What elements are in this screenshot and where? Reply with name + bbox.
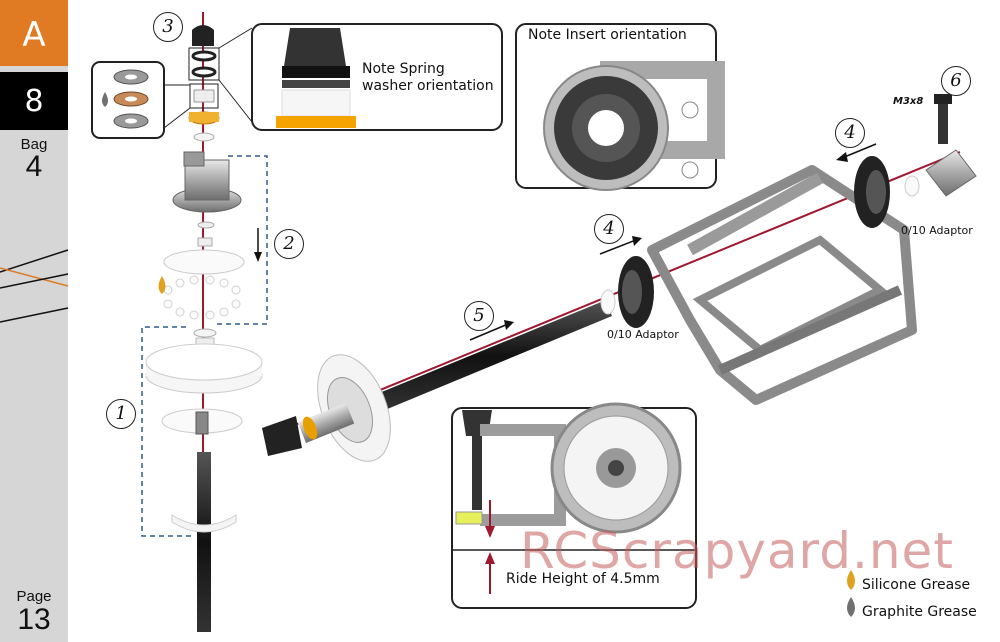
bag-number: 4 <box>25 150 43 183</box>
arrow-right-icon <box>632 236 642 246</box>
section-letter: A <box>0 0 68 66</box>
step-4-marker-left: 4 <box>594 214 624 244</box>
spring-washer-callout-art <box>251 23 503 131</box>
rear-bulkhead <box>647 165 917 405</box>
group-bracket-2 <box>216 155 268 325</box>
step-3-marker: 3 <box>153 12 183 42</box>
mount-clamp <box>925 149 977 197</box>
sidebar-stripes <box>0 249 69 323</box>
spring-washer-note-line2: washer orientation <box>362 78 494 94</box>
axle-assembly <box>262 94 977 462</box>
legend-graphite-icon <box>847 597 855 617</box>
diff-plate-top <box>163 249 245 275</box>
axle-axis-line <box>267 151 961 437</box>
e-clip <box>171 514 237 533</box>
page-label: Page <box>16 588 52 605</box>
legend-silicone-label: Silicone Grease <box>862 577 971 593</box>
watermark: RCScrapyard.net <box>520 522 954 580</box>
arrow-right-icon-2 <box>504 320 514 330</box>
diff-balls <box>163 275 241 320</box>
insert-orientation-note: Note Insert orientation <box>526 27 689 43</box>
step-1-marker: 1 <box>106 399 136 429</box>
step-6-marker: 6 <box>941 66 971 96</box>
step-5-marker: 5 <box>464 301 494 331</box>
spring-washer-top <box>191 50 217 62</box>
adaptor-left <box>600 289 616 315</box>
diff-shaft <box>197 452 211 632</box>
bag-label: Bag <box>20 136 48 153</box>
step-4-marker-right: 4 <box>835 118 865 148</box>
graphite-grease-drop-icon <box>102 92 108 107</box>
washer-detail-box <box>91 61 219 139</box>
insert-callout-art <box>515 23 725 191</box>
bearing-spacer <box>193 89 215 103</box>
silicone-grease-drop-icon <box>158 276 166 294</box>
axle-nut <box>262 416 302 456</box>
screw-size-label: M3x8 <box>893 96 924 107</box>
ride-height-arrow-down-icon <box>485 526 495 538</box>
spring-washer-bottom <box>191 66 217 78</box>
sidebar: A 8 Bag 4 Page 13 <box>0 0 68 642</box>
adaptor-right <box>904 175 920 197</box>
m3x8-screw <box>938 96 948 144</box>
legend-graphite-label: Graphite Grease <box>862 604 977 620</box>
group-bracket-1 <box>141 326 191 537</box>
legend-silicone-icon <box>847 570 855 590</box>
step-2-marker: 2 <box>274 229 304 259</box>
spring-washer-note-line1: Note Spring <box>362 61 445 77</box>
adaptor-left-label: 0/10 Adaptor <box>607 328 679 341</box>
spring-washer-note: Note Spring washer orientation <box>362 61 494 95</box>
ride-height-callout-art <box>451 402 697 609</box>
adaptor-right-label: 0/10 Adaptor <box>901 224 973 237</box>
arrow-down-icon <box>254 252 262 262</box>
page-number: 13 <box>17 603 51 636</box>
step-number: 8 <box>0 72 68 130</box>
long-shaft <box>372 300 612 412</box>
ride-height-arrow-up-icon <box>485 552 495 564</box>
ride-height-note: Ride Height of 4.5mm <box>506 571 660 587</box>
vertical-exploded-stack <box>141 12 268 632</box>
arrow-left-icon <box>836 152 848 162</box>
locknut <box>192 25 214 46</box>
